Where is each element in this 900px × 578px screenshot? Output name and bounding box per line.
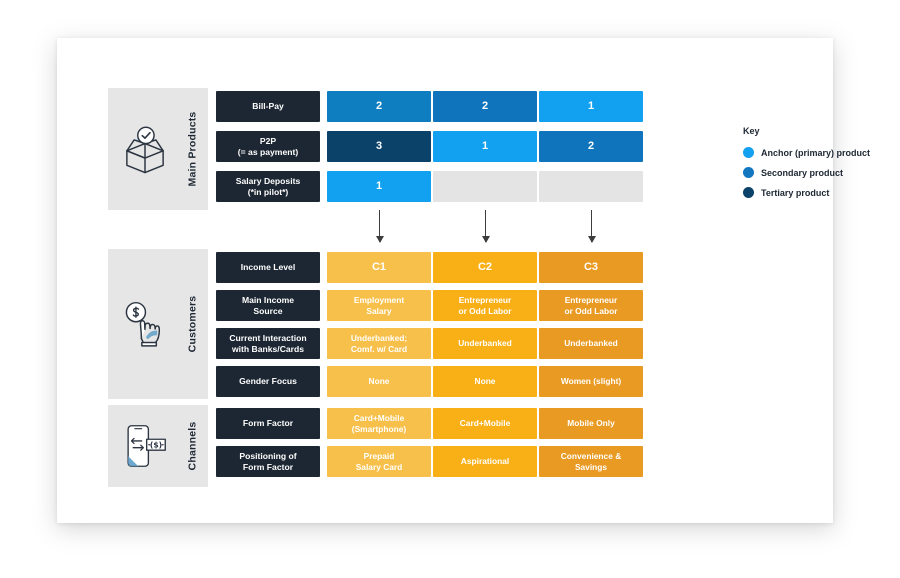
flow-arrow-c1 [375, 210, 384, 243]
cell-gender-focus-c1: None [327, 366, 431, 397]
cell-form-factor-c2: Card+Mobile [433, 408, 537, 439]
hand-coin-icon [108, 249, 182, 399]
cell-income-level-c1: C1 [327, 252, 431, 283]
band-title-customers: Customers [180, 249, 204, 399]
band-label-text: Customers [186, 295, 198, 353]
band-channels: ($) Channels [108, 405, 208, 487]
band-label-text: Main Products [186, 111, 199, 187]
legend-dot-tertiary [743, 187, 754, 198]
legend-dot-secondary [743, 167, 754, 178]
cell-main-income-source-c2: Entrepreneur or Odd Labor [433, 290, 537, 321]
row-label-main-income-source: Main Income Source [216, 290, 320, 321]
cell-current-interaction-c2: Underbanked [433, 328, 537, 359]
cell-current-interaction-c1: Underbanked; Comf. w/ Card [327, 328, 431, 359]
smartphone-transfer-icon: ($) [108, 405, 182, 487]
cell-bill-pay-c2: 2 [433, 91, 537, 122]
cell-main-income-source-c3: Entrepreneur or Odd Labor [539, 290, 643, 321]
open-box-check-icon [108, 88, 182, 210]
cell-current-interaction-c3: Underbanked [539, 328, 643, 359]
cell-gender-focus-c3: Women (slight) [539, 366, 643, 397]
legend-item-secondary: Secondary product [743, 167, 870, 178]
row-label-current-interaction: Current Interaction with Banks/Cards [216, 328, 320, 359]
legend-item-anchor: Anchor (primary) product [743, 147, 870, 158]
cell-salary-deposits-c2-empty [433, 171, 537, 202]
row-label-gender-focus: Gender Focus [216, 366, 320, 397]
cell-bill-pay-c1: 2 [327, 91, 431, 122]
legend-label-tertiary: Tertiary product [761, 187, 830, 198]
legend-item-tertiary: Tertiary product [743, 187, 870, 198]
flow-arrow-c2 [481, 210, 490, 243]
legend-title: Key [743, 126, 760, 136]
legend-label-anchor: Anchor (primary) product [761, 147, 871, 158]
band-customers: Customers [108, 249, 208, 399]
row-label-bill-pay: Bill-Pay [216, 91, 320, 122]
row-label-positioning-of-form-factor: Positioning of Form Factor [216, 446, 320, 477]
cell-bill-pay-c3: 1 [539, 91, 643, 122]
cell-p2p-c1: 3 [327, 131, 431, 162]
legend-dot-anchor [743, 147, 754, 158]
band-title-channels: Channels [180, 405, 204, 487]
flow-arrow-c3 [587, 210, 596, 243]
row-label-p2p: P2P (= as payment) [216, 131, 320, 162]
cell-income-level-c3: C3 [539, 252, 643, 283]
svg-text:($): ($) [150, 441, 162, 450]
legend-label-secondary: Secondary product [761, 167, 844, 178]
cell-salary-deposits-c1: 1 [327, 171, 431, 202]
cell-income-level-c2: C2 [433, 252, 537, 283]
row-label-salary-deposits: Salary Deposits (*in pilot*) [216, 171, 320, 202]
legend: Key Anchor (primary) product Secondary p… [743, 126, 870, 207]
band-title-main-products: Main Products [180, 88, 204, 210]
cell-gender-focus-c2: None [433, 366, 537, 397]
cell-p2p-c2: 1 [433, 131, 537, 162]
diagram-card: Main Products Bill-Pay 2 2 1 P2P (= as p… [57, 38, 870, 523]
cell-main-income-source-c1: Employment Salary [327, 290, 431, 321]
row-label-income-level: Income Level [216, 252, 320, 283]
row-label-form-factor: Form Factor [216, 408, 320, 439]
cell-positioning-c3: Convenience & Savings [539, 446, 643, 477]
cell-positioning-c1: Prepaid Salary Card [327, 446, 431, 477]
cell-salary-deposits-c3-empty [539, 171, 643, 202]
band-label-text: Channels [186, 421, 198, 471]
cell-positioning-c2: Aspirational [433, 446, 537, 477]
cell-p2p-c3: 2 [539, 131, 643, 162]
band-main-products: Main Products [108, 88, 208, 210]
cell-form-factor-c3: Mobile Only [539, 408, 643, 439]
cell-form-factor-c1: Card+Mobile (Smartphone) [327, 408, 431, 439]
